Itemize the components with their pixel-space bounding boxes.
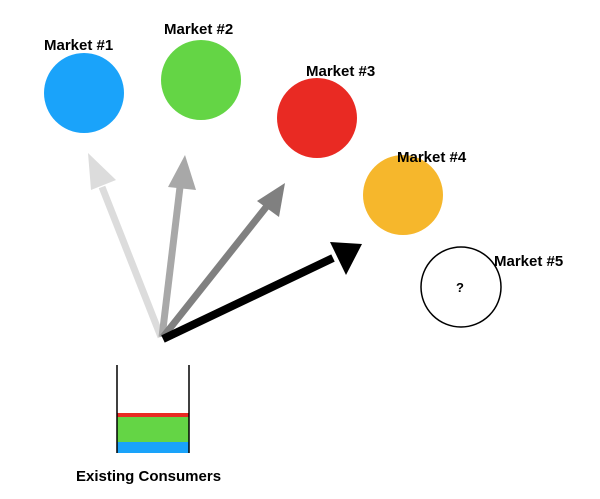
market-4-circle xyxy=(363,155,443,235)
market-3-label: Market #3 xyxy=(306,63,376,80)
consumer-layer-green xyxy=(117,417,189,442)
consumer-layer-red xyxy=(117,413,189,417)
arrow-to-market-2 xyxy=(158,155,196,338)
market-3-circle xyxy=(277,78,357,158)
consumers-container xyxy=(116,365,190,453)
market-5-label: Market #5 xyxy=(494,253,564,270)
market-2-label: Market #2 xyxy=(164,21,234,38)
arrow-to-market-1 xyxy=(88,153,165,339)
market-1-circle xyxy=(44,53,124,133)
market-5-circle xyxy=(420,246,502,328)
unknown-market-mark: ? xyxy=(456,280,464,295)
arrow-to-market-4 xyxy=(161,242,362,343)
market-4-label: Market #4 xyxy=(397,149,467,166)
arrow-to-market-3 xyxy=(160,183,285,340)
existing-consumers-label: Existing Consumers xyxy=(76,468,222,485)
consumer-layer-blue xyxy=(117,442,189,453)
market-1-label: Market #1 xyxy=(44,37,114,54)
market-2-circle xyxy=(161,40,241,120)
